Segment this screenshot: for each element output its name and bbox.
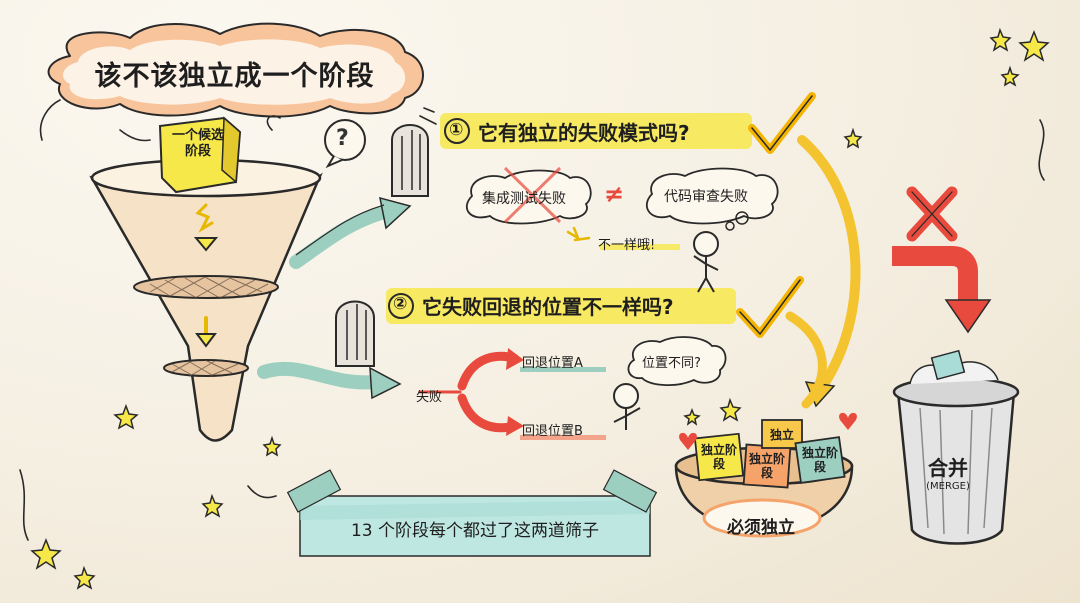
- star-decorations: [30, 27, 1050, 590]
- confused-person-icon: [613, 383, 641, 430]
- thought-cloud: [627, 336, 727, 386]
- stage-box-label: 独立阶段: [700, 443, 737, 471]
- q1-number: ①: [449, 120, 464, 140]
- arrow-to-q2: [257, 361, 402, 400]
- arrow-to-merge: [892, 246, 992, 334]
- merge-sublabel: (MERGE): [926, 481, 970, 492]
- page-title: 该不该独立成一个阶段: [94, 60, 375, 92]
- must-be-independent-label: 必须独立: [727, 518, 795, 538]
- failure-label: 失败: [416, 390, 443, 405]
- q2-text: 它失败回退的位置不一样吗?: [422, 295, 674, 319]
- arrow-to-q1: [289, 196, 412, 269]
- arrow-q2-to-basket: [785, 311, 827, 409]
- not-equal-icon: ≠: [604, 180, 625, 208]
- title-cloud: [47, 22, 424, 118]
- cross-out-icon: [503, 166, 562, 224]
- stage-box-label: 独立阶段: [801, 446, 838, 474]
- stage-boxes: [693, 419, 846, 489]
- rollback-b-label: 回退位置B: [522, 424, 583, 439]
- funnel: [89, 158, 323, 442]
- stage-box-label: 独立阶段: [748, 452, 785, 480]
- summary-banner-text: 13 个阶段每个都过了这两道筛子: [350, 521, 600, 541]
- q2-highlight: [386, 288, 736, 324]
- q2-number: ②: [393, 294, 408, 314]
- banner: [286, 469, 658, 557]
- question-mark-icon: ?: [336, 126, 349, 151]
- check-icon-q2: [736, 276, 804, 338]
- candidate-box: [158, 116, 242, 194]
- review-fail-label: 代码审查失败: [664, 189, 748, 205]
- candidate-stage-label: 一个候选阶段: [171, 128, 224, 159]
- q1-highlight: [440, 113, 752, 149]
- question-bubble-icon: [324, 119, 366, 169]
- arrow-to-rollback-a: [457, 351, 519, 391]
- arrow-to-rollback-b: [457, 393, 519, 433]
- door-icon-bottom: [335, 300, 375, 367]
- stage-box-label: 独立: [769, 428, 794, 442]
- integration-fail-label: 集成测试失败: [482, 191, 566, 207]
- difference-remark: 不一样哦!: [598, 238, 656, 253]
- arrow-q1-to-basket: [797, 135, 861, 395]
- q1-text: 它有独立的失败模式吗?: [478, 121, 690, 145]
- thinking-person-icon: [693, 211, 749, 293]
- trash-can: [892, 349, 1020, 545]
- cloud-review-fail: [646, 167, 779, 225]
- merge-label: 合并: [928, 456, 968, 480]
- thought-label: 位置不同?: [642, 356, 701, 371]
- rollback-a-label: 回退位置A: [522, 356, 583, 371]
- door-icon-top: [391, 124, 429, 197]
